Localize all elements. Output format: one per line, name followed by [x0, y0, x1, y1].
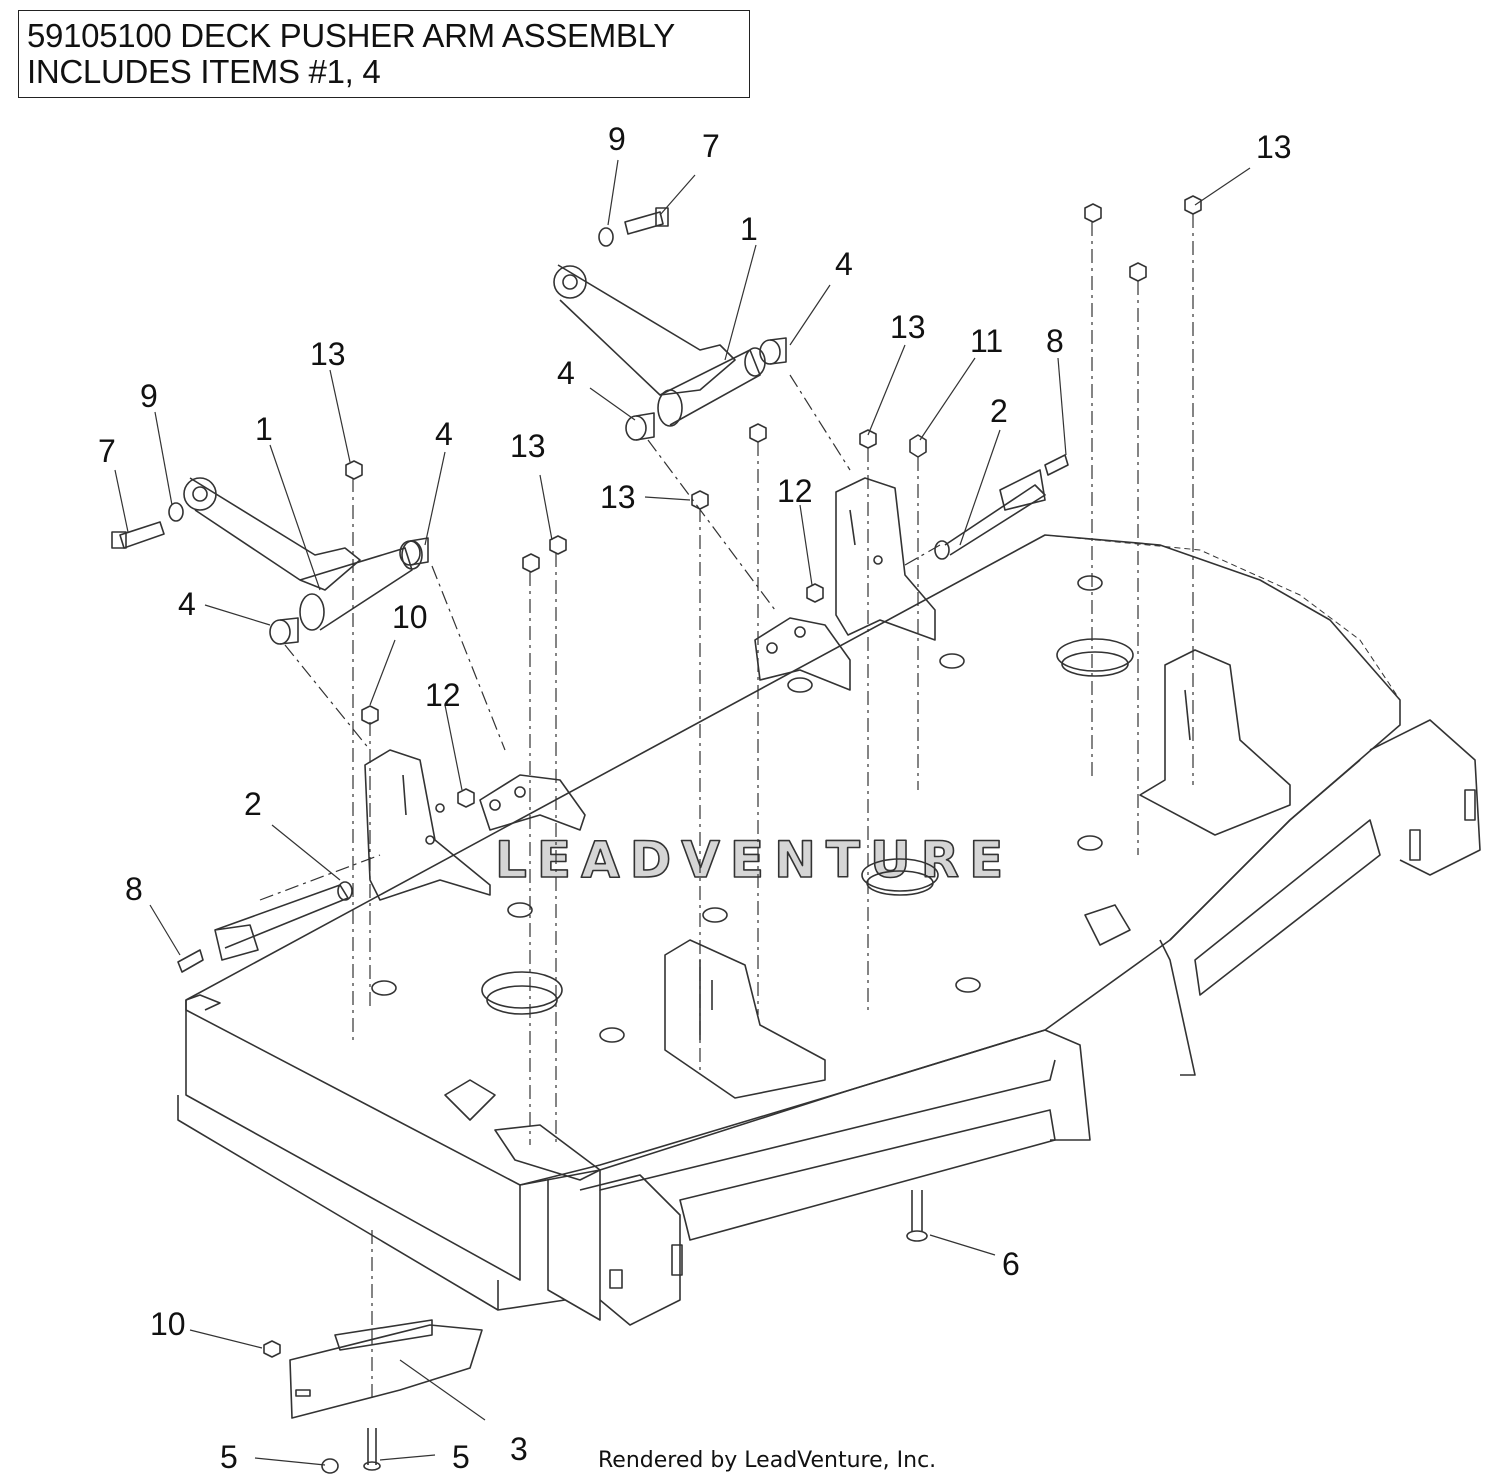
spindle-openings: [481, 638, 1134, 1015]
left-side-plate: [547, 1174, 683, 1326]
callout-13-center: 13: [600, 479, 636, 515]
callout-7-right: 7: [702, 128, 720, 164]
right-pusher-arm: [553, 264, 766, 427]
callout-13-far-right: 13: [1256, 129, 1292, 165]
callout-11: 11: [970, 323, 1003, 359]
deck-bushings: [371, 575, 1103, 1043]
callout-4-left-lower: 4: [178, 586, 196, 622]
pins: [214, 469, 1046, 961]
callout-8-right: 8: [1046, 323, 1064, 359]
leader-lines: [114, 159, 1251, 1466]
callout-4-left-upper: 4: [435, 416, 453, 452]
callout-10-lower: 10: [150, 1306, 186, 1342]
callout-1-right: 1: [740, 211, 758, 247]
watermark-text: LEADVENTURE: [495, 831, 1013, 889]
right-deck-bracket: [1139, 649, 1291, 836]
callout-5-right: 5: [452, 1439, 470, 1475]
flange-nuts: [263, 195, 1202, 1358]
callout-4-right-lower: 4: [557, 355, 575, 391]
callout-5-left: 5: [220, 1439, 238, 1475]
right-side-plate: [1369, 719, 1481, 876]
right-pusher-bracket: [835, 477, 936, 641]
callout-2-right: 2: [990, 393, 1008, 429]
bolts: [111, 207, 1069, 973]
callout-12-right: 12: [777, 473, 813, 509]
right-small-bracket: [754, 617, 851, 691]
deck-shield: [289, 1319, 483, 1419]
callout-3: 3: [510, 1431, 528, 1467]
assembly-title-box: 59105100 DECK PUSHER ARM ASSEMBLY INCLUD…: [18, 10, 750, 98]
alignment-lines: [259, 214, 1194, 1400]
callout-13-left: 13: [310, 336, 346, 372]
footer-credit: Rendered by LeadVenture, Inc.: [598, 1448, 937, 1473]
deck-body: [177, 534, 1401, 1311]
callout-1-left: 1: [255, 411, 273, 447]
callout-10-upper: 10: [392, 599, 428, 635]
callout-8-left: 8: [125, 871, 143, 907]
assembly-title-line-2: INCLUDES ITEMS #1, 4: [27, 53, 381, 90]
callout-13-right: 13: [890, 309, 926, 345]
callout-6: 6: [1002, 1246, 1020, 1282]
left-pusher-arm: [183, 477, 423, 631]
callout-7-left: 7: [98, 433, 116, 469]
callout-4-right-upper: 4: [835, 246, 853, 282]
center-deck-bracket: [664, 939, 826, 1099]
callout-9-left: 9: [140, 378, 158, 414]
callout-13-center-left: 13: [510, 428, 546, 464]
assembly-title-line-1: 59105100 DECK PUSHER ARM ASSEMBLY: [27, 17, 675, 54]
callout-12-left: 12: [425, 677, 461, 713]
clevis-pins: [321, 1190, 928, 1474]
front-deck-bracket: [444, 904, 1131, 1181]
callout-labels: 1 1 2 2 3 4 4 4 4 5 5 6 7 7 8 8 9 9 10 1…: [98, 121, 1292, 1475]
callout-2-left: 2: [244, 786, 262, 822]
washers: [168, 227, 614, 522]
callout-9-right: 9: [608, 121, 626, 157]
left-small-bracket: [479, 774, 586, 831]
bushings: [269, 337, 787, 645]
left-pusher-bracket: [364, 749, 491, 901]
